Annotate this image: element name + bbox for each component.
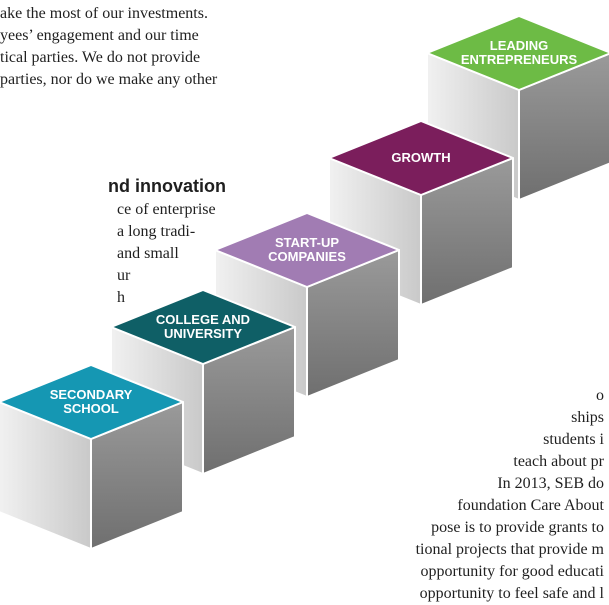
right-line: pose is to provide grants to [431, 519, 604, 536]
step-label: START-UP [275, 235, 339, 250]
step-label: UNIVERSITY [164, 326, 242, 341]
right-line: teach about pr [513, 453, 604, 470]
intro-line: yees’ engagement and our time [0, 27, 199, 44]
step-label: GROWTH [391, 150, 450, 165]
left-line: a long tradi- [117, 223, 196, 240]
left-line: ce of enterprise [117, 201, 216, 218]
step-label: COLLEGE AND [156, 312, 250, 327]
step-top-face [110, 289, 296, 365]
right-line: opportunity to feel safe and l [419, 585, 604, 602]
right-line: o [596, 387, 604, 404]
step-top-face [0, 364, 184, 440]
right-line: In 2013, SEB do [497, 475, 604, 492]
step-label: SECONDARY [50, 387, 133, 402]
right-line: ships [571, 409, 604, 426]
step-label: COMPANIES [268, 249, 346, 264]
intro-line: parties, nor do we make any other [0, 71, 218, 88]
right-line: foundation Care About [457, 497, 604, 514]
step-label: LEADING [490, 38, 549, 53]
right-line: students i [543, 431, 604, 448]
left-line: h [117, 289, 125, 306]
intro-line: tical parties. We do not provide [0, 49, 201, 66]
left-line: and small [117, 245, 179, 262]
left-line: ur [117, 267, 131, 284]
step-top-face [214, 212, 400, 288]
left-paragraph: ce of enterprise a long tradi- and small… [117, 199, 216, 309]
step-top-face [426, 15, 609, 91]
step-label: ENTREPRENEURS [461, 52, 578, 67]
step-label: SCHOOL [63, 401, 119, 416]
right-line: opportunity for good educati [420, 563, 604, 580]
intro-line: ake the most of our investments. [0, 5, 208, 22]
intro-paragraph: ake the most of our investments. yees’ e… [0, 3, 217, 91]
section-heading: nd innovation [108, 176, 226, 196]
right-line: tional projects that provide m [415, 541, 604, 558]
step-top-face [328, 120, 514, 196]
